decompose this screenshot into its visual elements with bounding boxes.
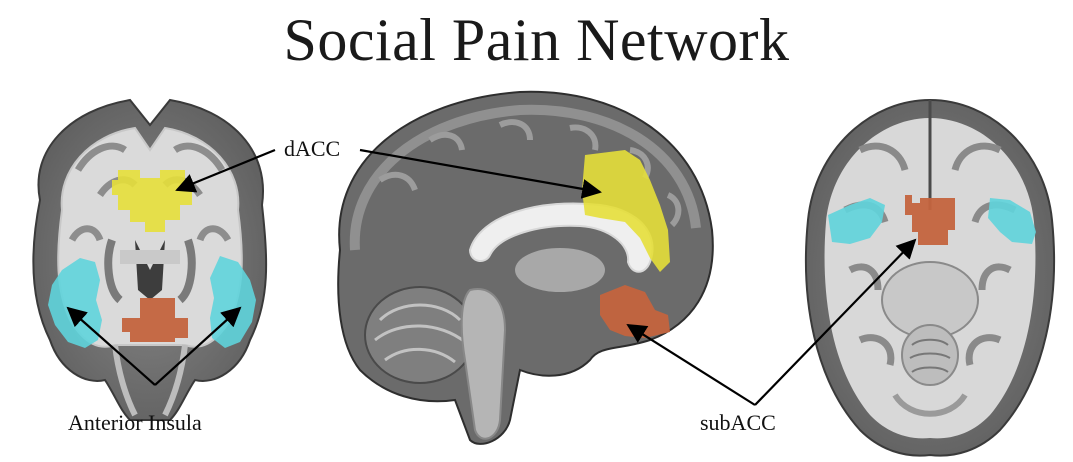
axial-slice: [806, 100, 1054, 456]
label-anterior-insula: Anterior Insula: [68, 410, 202, 436]
coronal-slice: [33, 100, 266, 420]
label-subacc: subACC: [700, 410, 776, 436]
subacc-arrow-sagittal: [628, 325, 755, 405]
sagittal-slice: [338, 92, 713, 444]
label-dacc: dACC: [284, 136, 340, 162]
